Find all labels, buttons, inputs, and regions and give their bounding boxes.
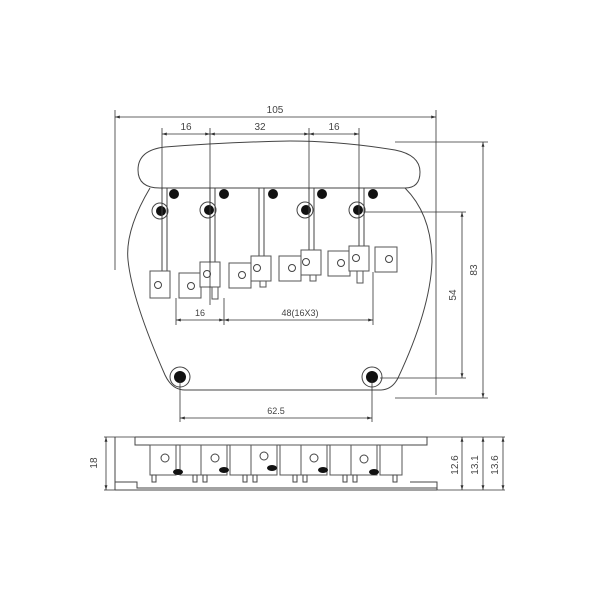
dim-overall-length: 83	[469, 264, 480, 276]
dim-saddle-offset: 16	[195, 308, 205, 318]
string-assembly-3	[250, 188, 302, 288]
string-assembly-1	[149, 188, 202, 299]
base-plate-outline	[127, 187, 433, 391]
dim-side-overall-height: 18	[89, 457, 100, 469]
dim-saddle-to-hole: 54	[448, 289, 459, 301]
string-assemblies	[149, 188, 398, 300]
top-view: 105 16 32 16 83 54 16 48(16X3) 62	[114, 105, 488, 422]
side-view: 18 12.6 13.1 13.6	[89, 436, 505, 491]
side-saddles	[149, 444, 403, 483]
dim-string-spacing-total: 48(16X3)	[281, 308, 318, 318]
dim-height-c: 13.6	[490, 455, 501, 475]
dim-spacing-left: 16	[180, 122, 192, 133]
dim-overall-width: 105	[267, 105, 284, 116]
side-profile-outline	[115, 436, 438, 489]
dim-spacing-right: 16	[328, 122, 340, 133]
dim-spacing-middle: 32	[254, 122, 266, 133]
dim-mount-hole-spacing: 62.5	[267, 406, 285, 416]
bridge-top-bar	[137, 140, 421, 189]
string-assembly-5	[348, 188, 398, 284]
dim-height-b: 13.1	[470, 455, 481, 475]
string-assembly-4	[296, 188, 351, 282]
string-assembly-2	[199, 188, 252, 300]
dim-height-a: 12.6	[450, 455, 461, 475]
